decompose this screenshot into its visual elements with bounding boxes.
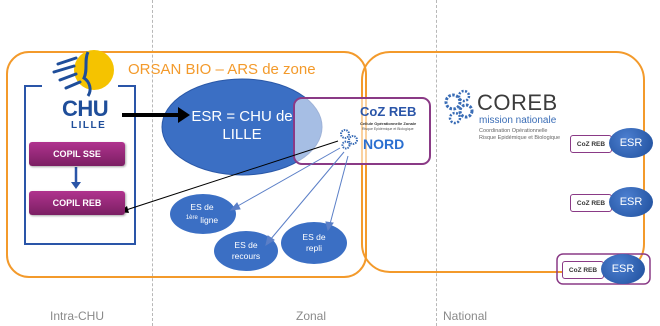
column-label-intra: Intra-CHU — [50, 309, 105, 323]
national-node-frame — [556, 253, 651, 285]
coz-gear-icon — [340, 129, 358, 150]
es-recours-label: ES de recours — [220, 240, 272, 262]
coreb-name: COREB — [477, 90, 558, 115]
es-first-line-l1: ES de — [190, 202, 214, 212]
coreb-gear-icon — [444, 89, 474, 125]
zonal-title: ORSAN BIO – ARS de zone — [128, 61, 316, 78]
national-coz-tag-2: CoZ REB — [570, 194, 612, 212]
chu-to-esr-arrowhead — [178, 107, 190, 123]
es-recours-l2: recours — [231, 251, 261, 261]
coz-subtitle-line2: Risque Epidémique et Biologique — [362, 127, 414, 131]
chu-bracket — [24, 85, 136, 245]
coz-box — [293, 97, 431, 165]
es-first-line-ellipse — [170, 194, 236, 234]
esr-main-label: ESR = CHU de LILLE — [162, 108, 322, 144]
national-esr-2: ESR — [609, 187, 653, 217]
coreb-sub: mission nationale — [479, 115, 557, 126]
esr-main-line2: LILLE — [222, 126, 262, 143]
chu-logo-icon — [52, 50, 114, 97]
es-first-line-label: ES de 1ère ligne — [176, 202, 228, 226]
es-repli-ellipse — [281, 222, 347, 264]
esr-main-line1: ESR = CHU de — [191, 108, 293, 125]
es-recours-ellipse — [214, 231, 278, 271]
chu-name: CHU — [62, 96, 109, 121]
coreb-desc1: Coordination Opérationnelle — [479, 128, 548, 134]
es-recours-l1: ES de — [234, 240, 258, 250]
es-first-line-sup: 1ère — [185, 215, 198, 221]
national-esr-3: ESR — [601, 254, 645, 284]
chu-city: LILLE — [71, 120, 107, 131]
es-repli-l1: ES de — [302, 232, 326, 242]
copil-reb-node: COPIL REB — [29, 191, 125, 215]
national-coz-tag-1: CoZ REB — [570, 135, 612, 153]
separator-zonal-national — [436, 0, 437, 326]
coz-region: NORD — [363, 136, 405, 152]
es-first-line-l2: ligne — [200, 214, 219, 225]
national-esr-1: ESR — [609, 128, 653, 158]
coz-to-copil-arrow — [125, 140, 339, 211]
separator-intra-zonal — [152, 0, 153, 326]
national-coz-tag-3: CoZ REB — [562, 261, 604, 279]
coreb-desc2: Risque Epidémique et Biologique — [479, 135, 561, 141]
es-repli-l2: repli — [305, 243, 323, 253]
column-label-zonal: Zonal — [296, 309, 327, 323]
coz-subtitle-line1: Cellule Opérationnelle Zonale — [360, 121, 417, 126]
copil-sse-node: COPIL SSE — [29, 142, 125, 166]
copil-arrowhead — [71, 182, 81, 189]
coz-title: CoZ REB — [360, 104, 417, 119]
coz-to-es-arrows — [229, 147, 349, 247]
es-repli-label: ES de repli — [288, 232, 340, 254]
column-label-national: National — [443, 309, 488, 323]
